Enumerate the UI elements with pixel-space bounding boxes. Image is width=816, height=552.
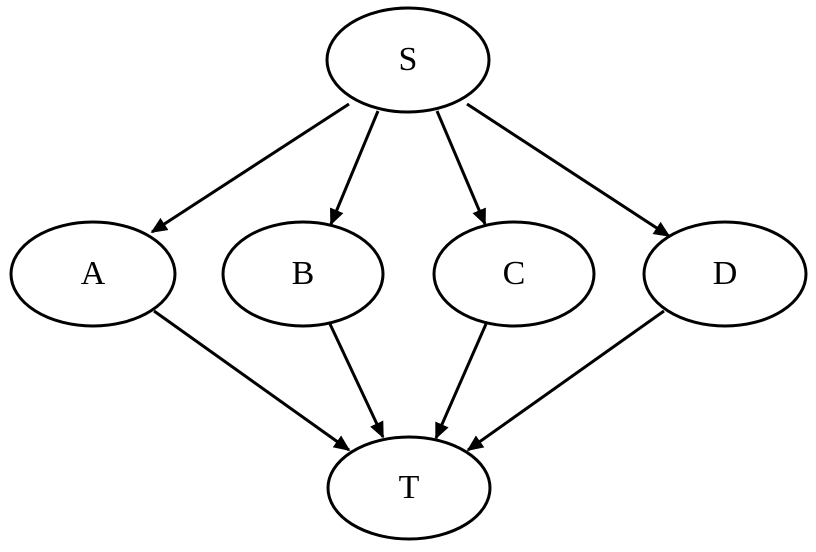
- node-b-label: B: [292, 255, 315, 292]
- edge-c-t-line: [434, 323, 488, 440]
- edge-s-a-line: [150, 102, 350, 234]
- edge-s-b-line: [329, 110, 380, 226]
- edge-b-t-line: [328, 323, 385, 439]
- edge-group: [150, 102, 671, 452]
- edge-d-t[interactable]: [466, 309, 665, 452]
- node-s-ellipse: [325, 6, 491, 114]
- node-a[interactable]: A: [9, 220, 177, 328]
- node-b-ellipse: [221, 220, 385, 328]
- node-d-label: D: [713, 255, 738, 292]
- node-c-label: C: [503, 255, 526, 292]
- node-t-label: T: [399, 469, 420, 506]
- edge-s-d-line: [466, 102, 671, 238]
- node-d-ellipse: [642, 220, 808, 328]
- edge-c-t[interactable]: [434, 323, 488, 440]
- edge-d-t-line: [466, 309, 665, 452]
- node-d[interactable]: D: [642, 220, 808, 328]
- node-b[interactable]: B: [221, 220, 385, 328]
- edge-s-a[interactable]: [150, 102, 350, 234]
- edge-s-b[interactable]: [329, 110, 380, 226]
- edge-s-d[interactable]: [466, 102, 671, 238]
- edge-a-t-line: [153, 309, 351, 452]
- edge-a-t[interactable]: [153, 309, 351, 452]
- node-c[interactable]: C: [432, 220, 596, 328]
- node-t[interactable]: T: [326, 435, 492, 541]
- edge-s-c-line: [435, 110, 487, 226]
- node-a-ellipse: [9, 220, 177, 328]
- edge-s-c[interactable]: [435, 110, 487, 226]
- edge-b-t[interactable]: [328, 323, 385, 439]
- node-t-ellipse: [326, 435, 492, 541]
- node-a-label: A: [81, 255, 106, 292]
- node-c-ellipse: [432, 220, 596, 328]
- node-group: S A B C D T: [9, 6, 808, 541]
- node-s-label: S: [399, 41, 418, 78]
- node-s[interactable]: S: [325, 6, 491, 114]
